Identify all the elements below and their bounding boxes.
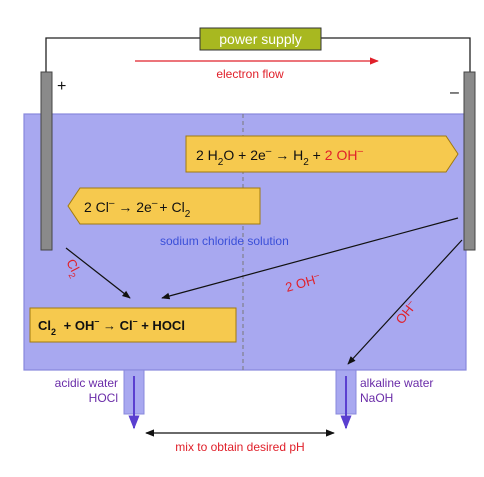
solution-label: sodium chloride solution xyxy=(160,234,289,248)
anode-sign: + xyxy=(57,78,66,95)
alkaline-water-label: alkaline water xyxy=(360,376,433,390)
electron-flow-label: electron flow xyxy=(216,67,284,81)
anode-electrode xyxy=(40,71,53,251)
acidic-water-label: acidic water xyxy=(55,376,118,390)
mixing-reaction-box: Cl2 + OH– → Cl– + HOCl xyxy=(29,307,237,343)
two-oh-arrow xyxy=(161,217,459,300)
power-supply-label: power supply xyxy=(219,31,302,47)
acidic-hocl-label: HOCl xyxy=(89,391,118,405)
power-supply: power supply xyxy=(199,27,322,51)
oh-arrow xyxy=(347,239,463,365)
cathode-reaction-text: 2 H2O + 2e– → H2 + 2 OH– xyxy=(196,146,363,168)
right-wire xyxy=(321,37,471,72)
alkaline-naoh-label: NaOH xyxy=(360,391,393,405)
mixing-reaction-text: Cl2 + OH– → Cl– + HOCl xyxy=(38,316,185,337)
cathode-sign: – xyxy=(450,84,459,101)
anode-reaction-text: 2 Cl– → 2e–+ Cl2 xyxy=(84,198,191,220)
anode-reaction-box: 2 Cl– → 2e–+ Cl2 xyxy=(67,187,261,225)
cl2-arrow xyxy=(65,247,131,299)
cathode-electrode xyxy=(463,71,476,251)
cathode-reaction-box: 2 H2O + 2e– → H2 + 2 OH– xyxy=(185,135,459,173)
mix-label: mix to obtain desired pH xyxy=(175,440,304,454)
left-wire xyxy=(45,37,200,72)
